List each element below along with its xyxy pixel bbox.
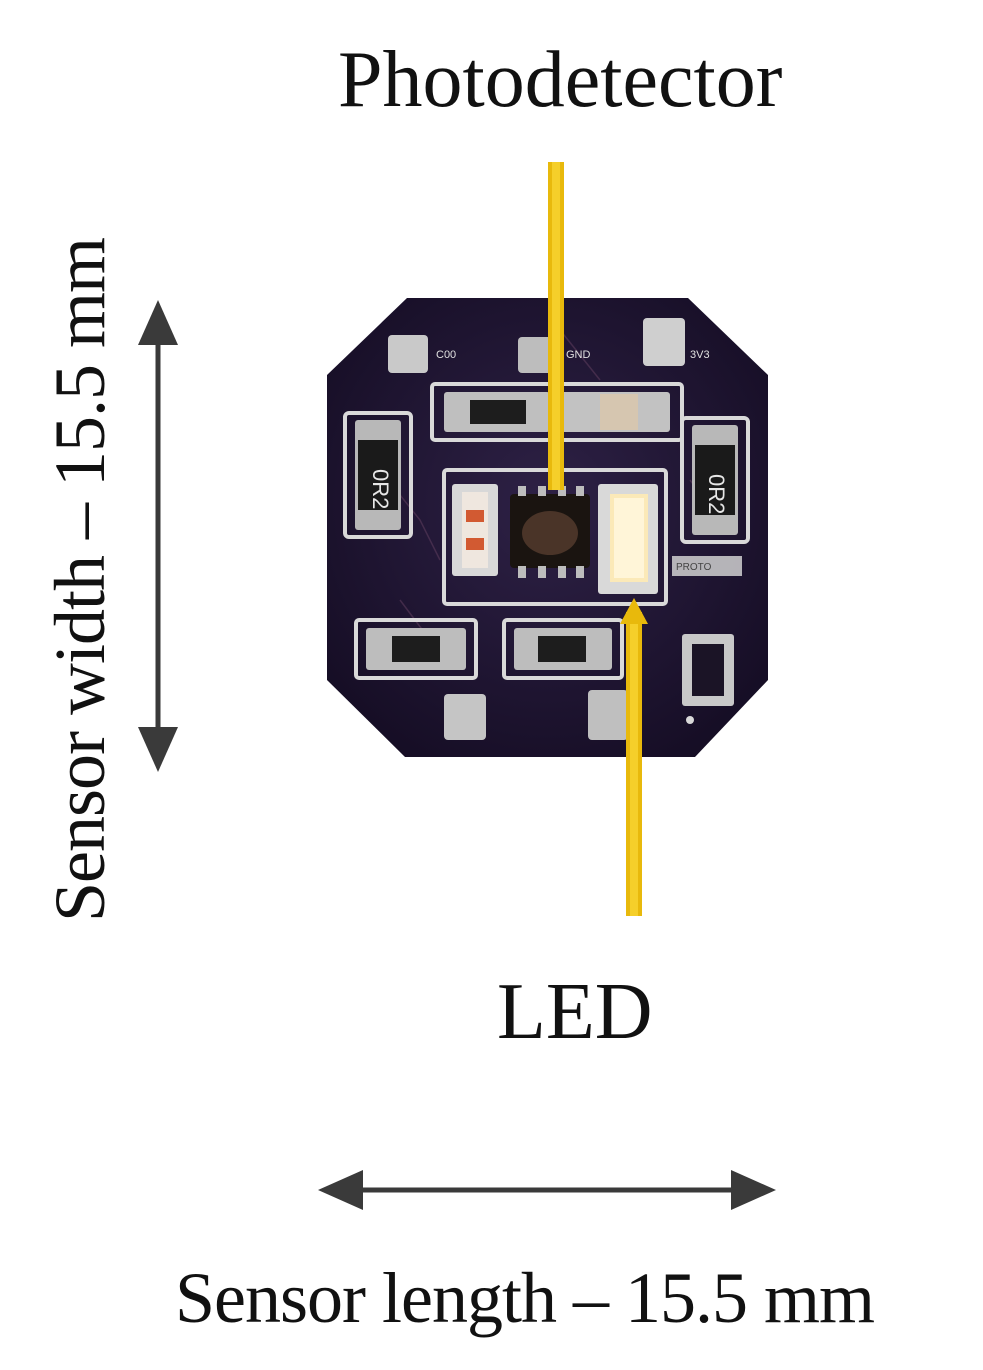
- photodetector-label: Photodetector: [338, 36, 783, 124]
- bottom-resistors: [354, 618, 624, 680]
- svg-text:0R2: 0R2: [368, 469, 393, 509]
- sensor-length-label: Sensor length – 15.5 mm: [175, 1258, 875, 1338]
- svg-text:C00: C00: [436, 349, 456, 361]
- svg-text:3V3: 3V3: [690, 349, 710, 361]
- right-resistor: 0R2: [680, 416, 750, 544]
- bottom-pads: [444, 634, 734, 740]
- svg-text:GND: GND: [566, 349, 591, 361]
- photodetector-chip: [510, 486, 590, 578]
- svg-text:0R2: 0R2: [704, 474, 729, 514]
- sensor-pcb: C00 GND 3V3 0R2 0R2: [327, 298, 768, 757]
- led-component: [598, 484, 658, 594]
- left-resistor: 0R2: [343, 411, 413, 539]
- svg-text:PROTO: PROTO: [676, 562, 712, 573]
- led-label: LED: [497, 968, 653, 1056]
- sensor-width-label: Sensor width – 15.5 mm: [40, 237, 120, 923]
- center-cluster: PROTO: [442, 468, 742, 606]
- led-pointer-arrowhead: [620, 598, 648, 624]
